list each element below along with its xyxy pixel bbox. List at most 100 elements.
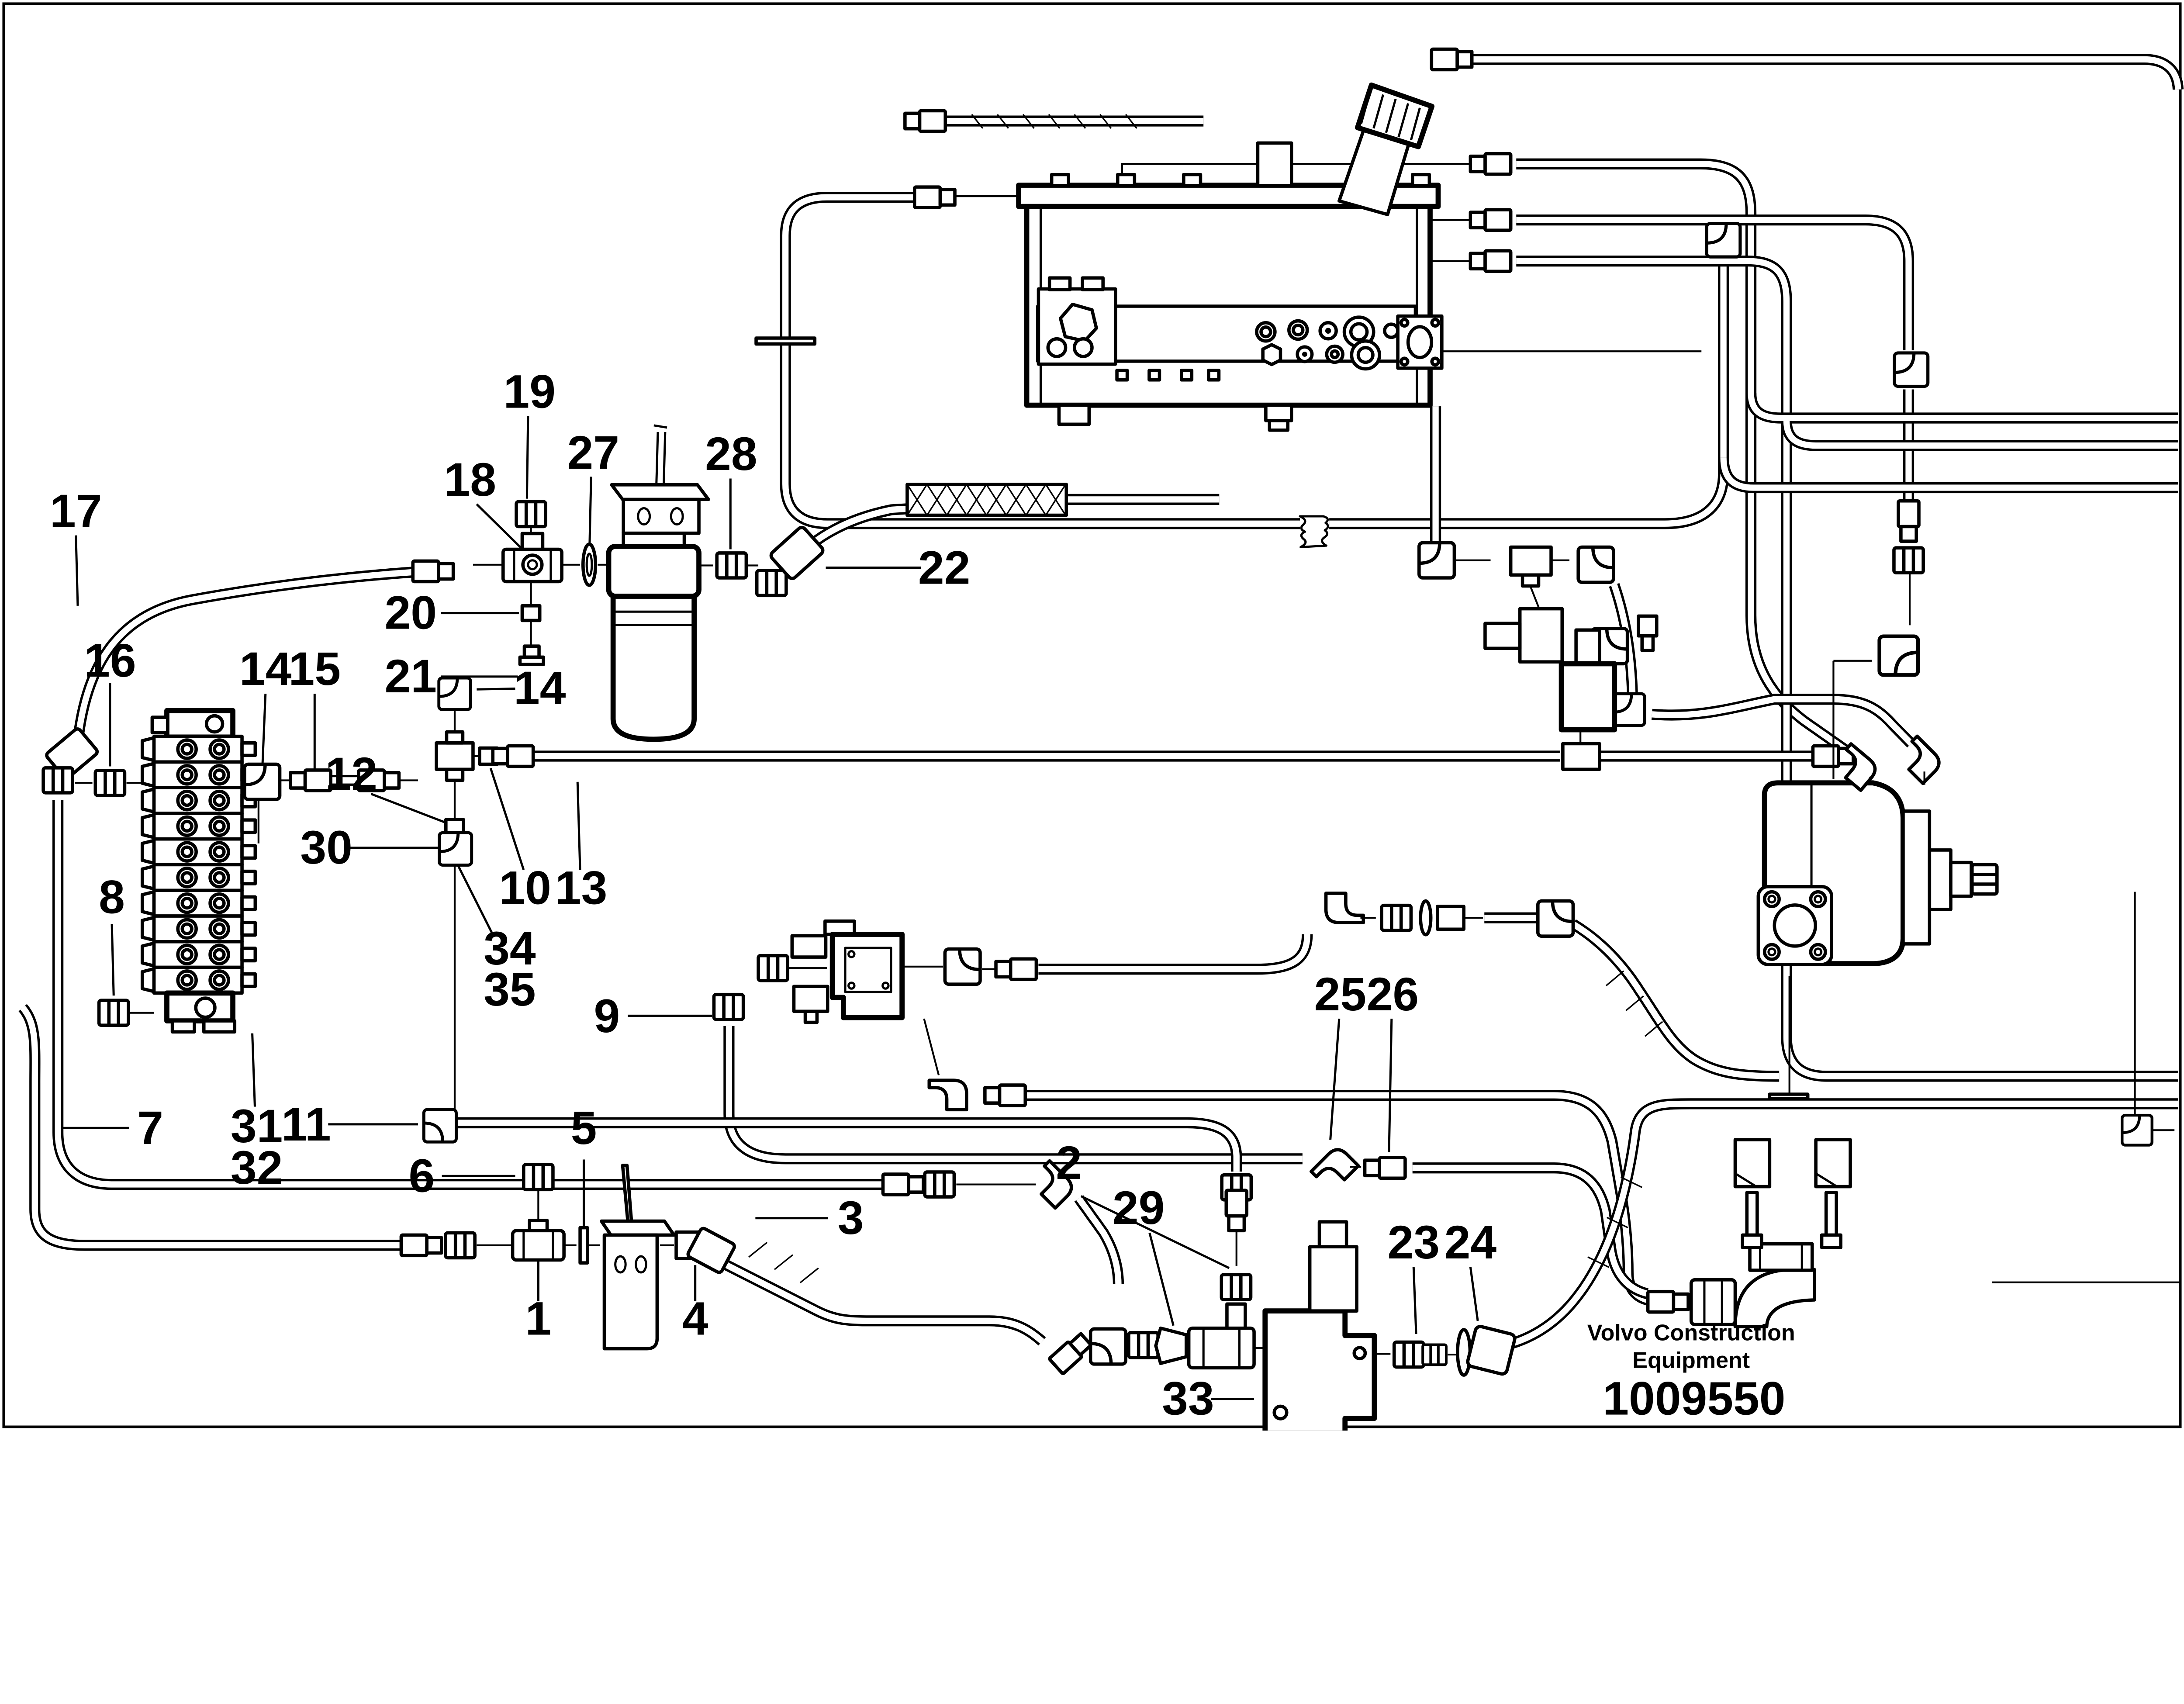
right-vertical-fittings [1707,224,1928,675]
elbow-14 [245,764,280,799]
callout-29: 29 [1113,1182,1165,1234]
callout-8: 8 [99,871,125,923]
callout-9: 9 [594,990,620,1042]
hose11-end-chain [1222,1175,1251,1266]
union-23 [1394,1342,1424,1367]
cross-tee [435,741,475,771]
tank-chimney [1256,141,1293,187]
plug-20 [520,604,542,622]
callout-34: 34 [484,922,536,975]
pump-flange [1901,809,1932,946]
clamp-half [1733,1138,1772,1189]
hoses [18,54,2184,1351]
callout-2: 2 [1056,1137,1082,1189]
hose-13-end [493,746,533,767]
hose-break [1299,515,1329,549]
filler-neck [1337,82,1435,216]
braided-sleeve [905,483,1068,517]
nut-6 [524,1165,553,1189]
ferrule-26 [1365,1158,1405,1178]
elbow-22-nut [757,570,786,595]
tank-manifold [1036,276,1444,382]
solenoid-coil [792,985,829,1013]
callout-31: 31 [231,1100,283,1152]
callout-24: 24 [1444,1216,1497,1268]
callout-27: 27 [567,426,620,479]
callout-17: 17 [50,485,102,537]
drawing-border [2,2,2182,1428]
callout-leader-2 [1080,1195,1230,1269]
callout-16: 16 [84,634,136,687]
hydraulic-pump [1756,660,1997,967]
callout-3: 3 [838,1192,864,1244]
callout-18: 18 [444,453,496,506]
callout-12: 12 [325,748,377,800]
braid-ticks [748,114,1663,1283]
elbow-to-pump [1880,636,1918,675]
hose-3 [715,1255,1046,1346]
flange-elbow [1733,1268,1816,1329]
washer-29 [1154,1326,1188,1365]
elbow-nut [43,768,73,793]
callout-6: 6 [409,1149,435,1202]
callout-35: 35 [484,963,536,1016]
callout-20: 20 [384,587,437,639]
bracket-4 [599,1164,676,1351]
union-row [1326,893,1573,936]
filter-bracket [610,424,710,535]
callout-15: 15 [289,643,341,695]
union-2 [1187,1326,1256,1370]
union-nut [1689,1278,1737,1327]
far-right-fitting [1992,892,2179,1283]
bottom-left-assembly [401,1164,736,1351]
callout-leader-25 [1329,1018,1341,1140]
tee [1509,545,1553,577]
elbow-30 [439,833,472,865]
callout-leader-12 [370,793,445,823]
callout-leader-18 [476,503,524,550]
callout-leader-13 [576,781,581,870]
pilot-line-chain [245,678,533,1142]
callout-22: 22 [918,541,971,594]
pump-clamp [1756,885,1834,966]
callout-10: 10 [499,861,551,914]
mid-right-cluster [1419,543,1944,783]
callout-1: 1 [525,1293,551,1345]
tank-top-hose-fitting [905,111,945,131]
small-valve [1518,607,1564,664]
valve-solenoid [1308,1245,1358,1313]
nut-19 [516,501,546,526]
hydraulic-diagram: 1234567891011121314151416171819202122232… [2,2,2184,1431]
callout-leader-14 [261,694,267,764]
oil-filter [606,424,710,742]
callout-23: 23 [1387,1216,1440,1268]
brand-line2: Equipment [1632,1348,1750,1373]
callout-14: 14 [514,662,566,714]
hose-7 [18,1004,402,1251]
filter-head [606,543,702,599]
flange-connection [1648,976,1852,1329]
solenoid-plug [790,934,828,959]
clamp-half [1814,1138,1852,1189]
hydraulic-tank [1016,82,1444,432]
callout-25: 25 [1314,968,1367,1020]
callout-28: 28 [705,428,757,480]
callout-leader-17 [75,535,79,606]
washer-27 [563,543,607,587]
callout-leader-19 [525,416,529,499]
callout-leader-34 [457,865,493,934]
bulkhead-washer [754,336,817,346]
callout-leader-31 [251,1033,256,1107]
hose-top-run [1465,54,2184,90]
hose-branch-2 [1781,421,2178,451]
callout-21: 21 [384,650,437,702]
hose-sol-upper [1038,934,1313,975]
hex-plug [1059,302,1098,343]
elbow-25 [1311,1145,1358,1192]
callout-leader-29 [1148,1232,1175,1326]
washer-5 [578,1226,589,1265]
hose17-end [413,561,453,581]
priority-valve-33 [1262,1220,1517,1431]
hose-9-nut [714,995,743,1020]
